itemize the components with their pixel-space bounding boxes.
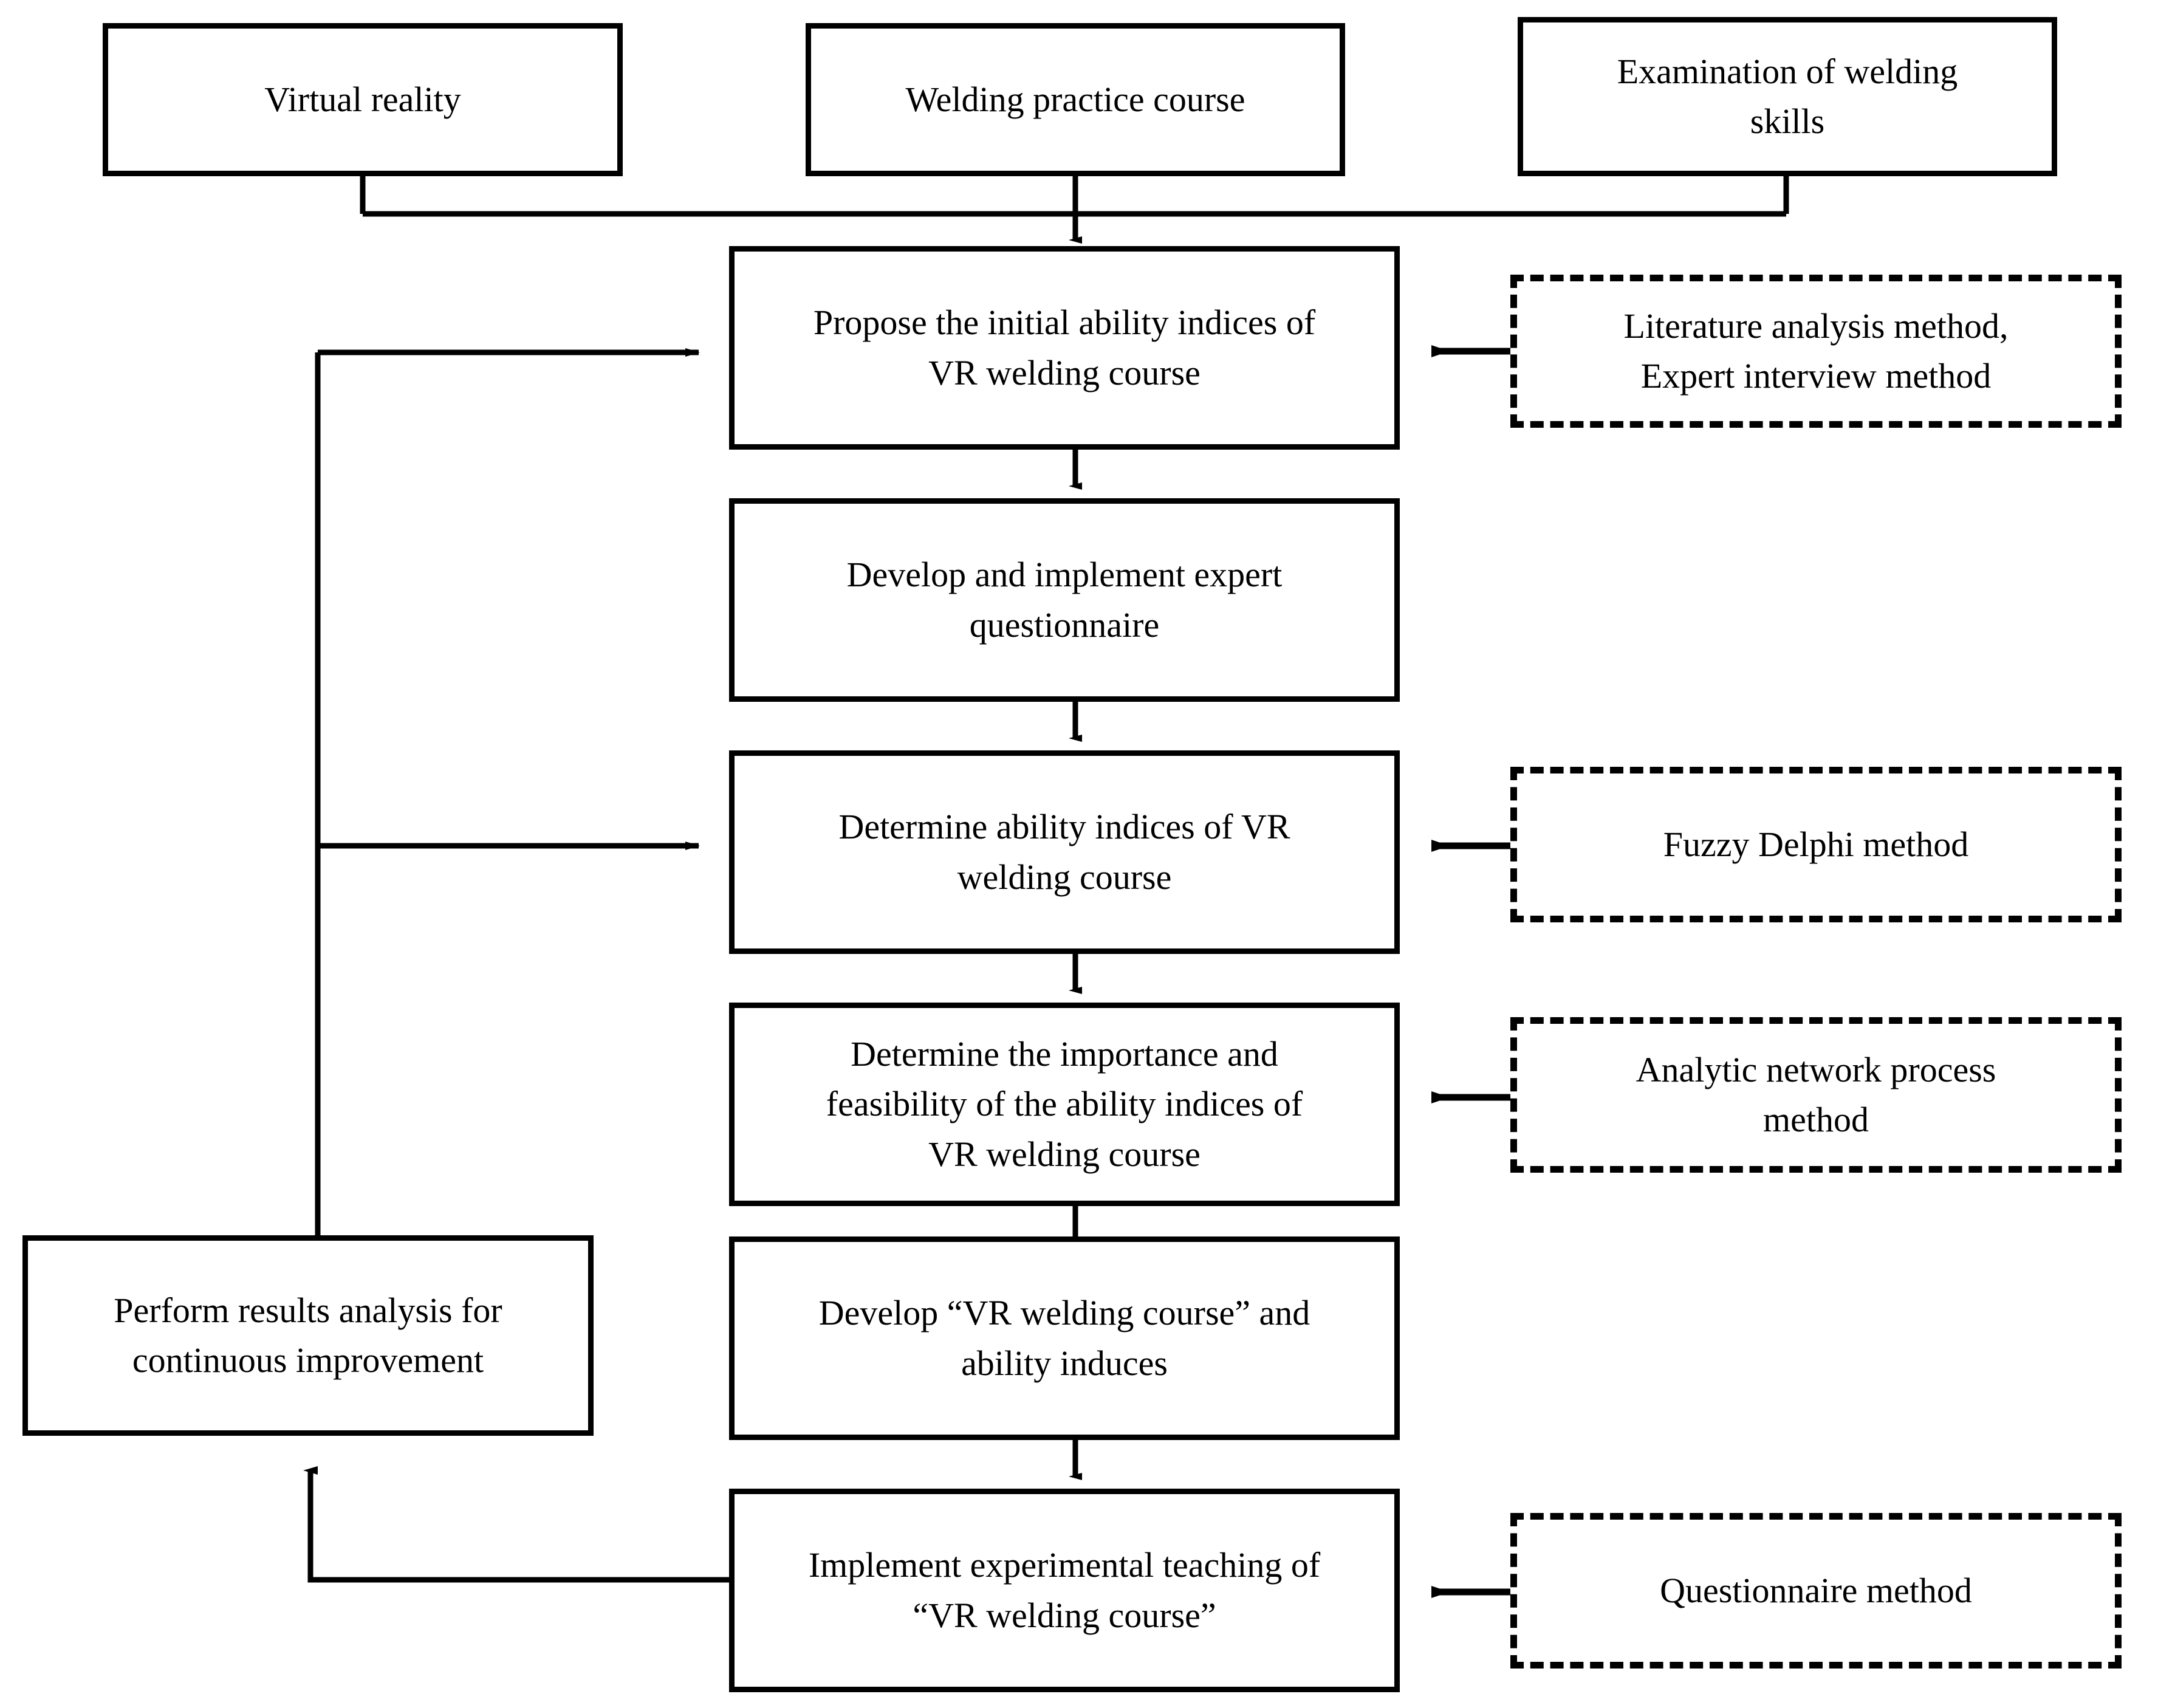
step-box-develop-implement-expert-questionnaire[interactable]: Develop and implement expert questionnai… [729,498,1400,702]
step-label-develop-implement-expert-questionnaire: Develop and implement expert questionnai… [846,555,1283,645]
input-label-examination-of-welding-skills: Examination of welding skills [1617,51,1958,141]
feedback-label-perform-results-analysis: Perform results analysis for continuous … [114,1290,502,1380]
step-label-develop-vr-welding-course: Develop “VR welding course” and ability … [818,1293,1310,1383]
step-box-implement-experimental-teaching[interactable]: Implement experimental teaching of “VR w… [729,1489,1400,1692]
feedback-box-perform-results-analysis[interactable]: Perform results analysis for continuous … [22,1235,594,1436]
method-box-literature-expert-interview[interactable]: Literature analysis method, Expert inter… [1510,275,2122,428]
method-box-questionnaire-method[interactable]: Questionnaire method [1510,1513,2122,1669]
step-box-determine-ability-indices[interactable]: Determine ability indices of VR welding … [729,750,1400,954]
step-label-determine-importance-feasibility: Determine the importance and feasibility… [826,1034,1303,1174]
method-label-fuzzy-delphi: Fuzzy Delphi method [1663,824,1969,864]
method-label-analytic-network-process: Analytic network process method [1636,1049,1996,1139]
method-box-fuzzy-delphi[interactable]: Fuzzy Delphi method [1510,767,2122,922]
input-box-examination-of-welding-skills[interactable]: Examination of welding skills [1518,17,2057,176]
method-label-questionnaire-method: Questionnaire method [1660,1570,1972,1610]
input-box-virtual-reality[interactable]: Virtual reality [103,23,623,176]
input-label-welding-practice-course: Welding practice course [905,79,1245,119]
step-box-determine-importance-feasibility[interactable]: Determine the importance and feasibility… [729,1003,1400,1206]
step-box-propose-initial-ability-indices[interactable]: Propose the initial ability indices of V… [729,246,1400,450]
input-box-welding-practice-course[interactable]: Welding practice course [806,23,1345,176]
step-label-propose-initial-ability-indices: Propose the initial ability indices of V… [813,303,1316,393]
wire-feedback-to-steps [315,348,700,1235]
wire-step6-to-feedback [303,1466,729,1583]
method-label-literature-expert-interview: Literature analysis method, Expert inter… [1623,306,2009,396]
step-label-implement-experimental-teaching: Implement experimental teaching of “VR w… [808,1545,1321,1635]
step-box-develop-vr-welding-course[interactable]: Develop “VR welding course” and ability … [729,1236,1400,1440]
step-label-determine-ability-indices: Determine ability indices of VR welding … [838,807,1290,897]
input-label-virtual-reality: Virtual reality [264,79,461,119]
method-box-analytic-network-process[interactable]: Analytic network process method [1510,1017,2122,1173]
wire-inputs-merge [360,176,1789,217]
